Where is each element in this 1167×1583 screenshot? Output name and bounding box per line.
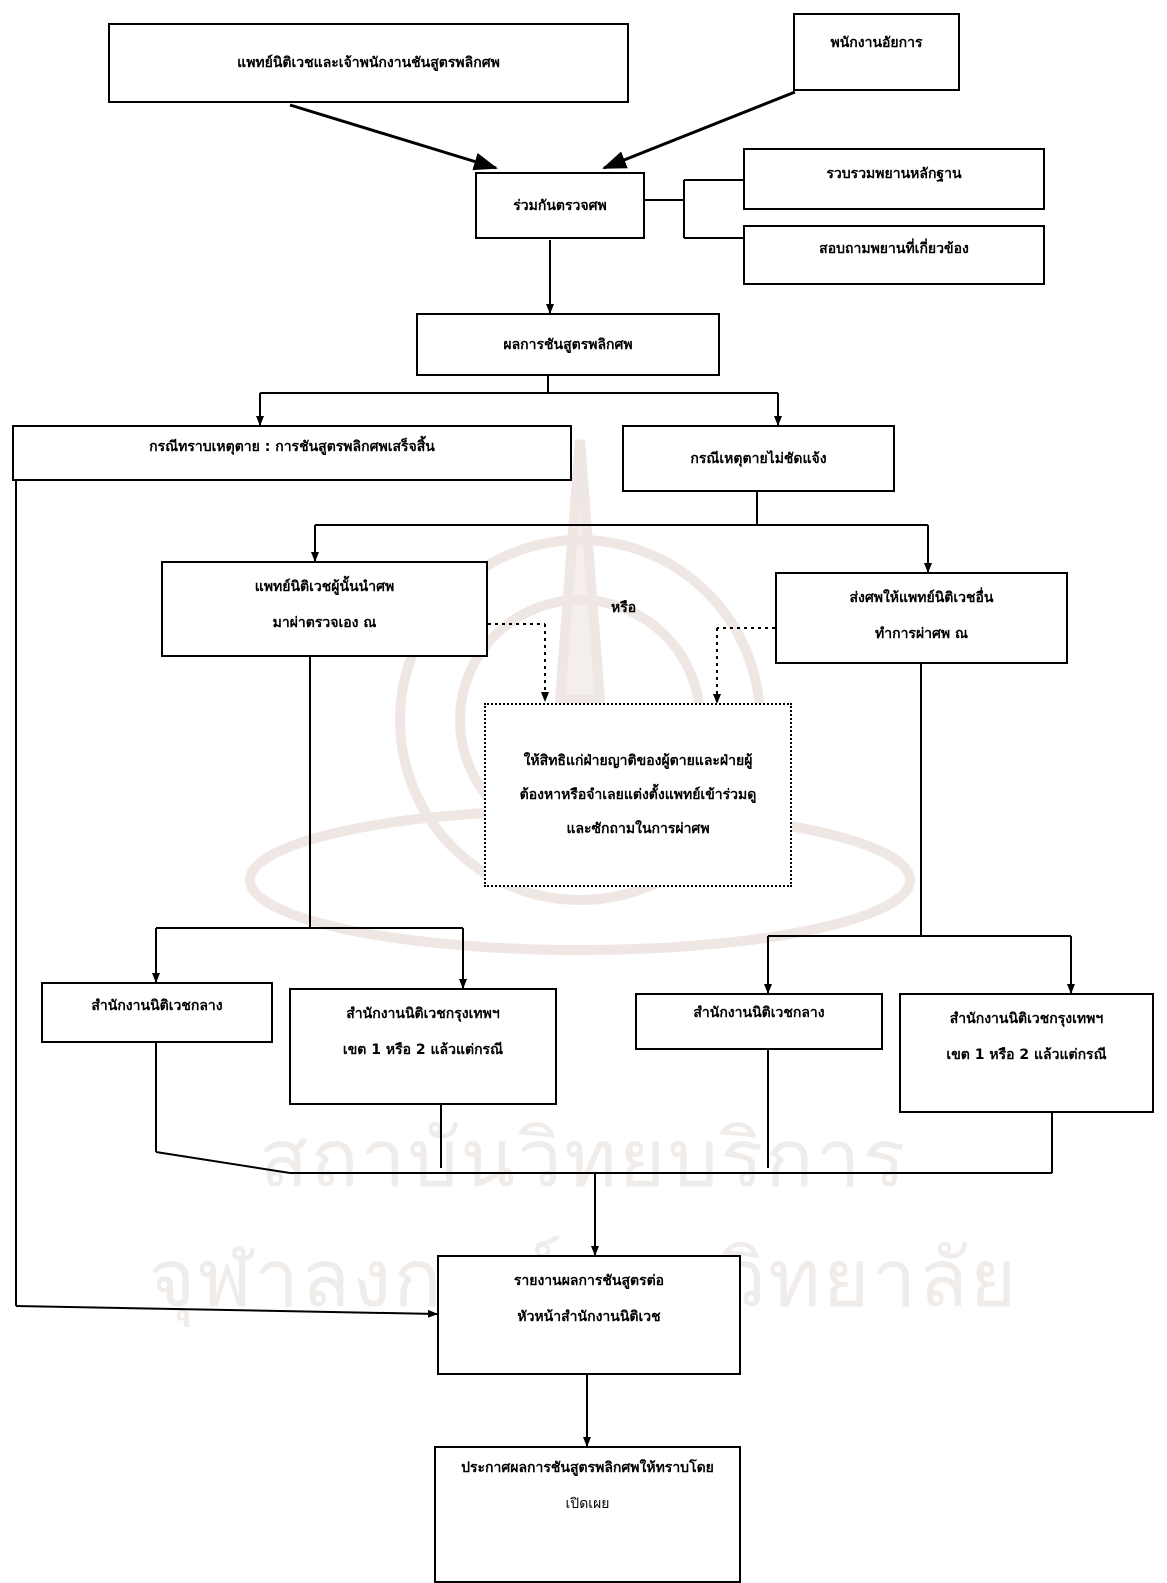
- node-central-office-right: สำนักงานนิติเวชกลาง: [635, 993, 883, 1050]
- node-label-line-1: สำนักงานนิติเวชกรุงเทพฯ: [346, 1006, 500, 1022]
- node-label-line-1: ส่งศพให้แพทย์นิติเวชอื่น: [849, 590, 994, 606]
- node-label-line-2: มาผ่าตรวจเอง ณ: [272, 615, 377, 631]
- node-label-line-3: และซักถามในการผ่าศพ: [566, 821, 710, 837]
- node-send-other-doctor: ส่งศพให้แพทย์นิติเวชอื่น ทำการผ่าศพ ณ: [775, 572, 1068, 664]
- node-label-line-2: ทำการผ่าศพ ณ: [875, 626, 968, 642]
- node-label-line-2: เปิดเผย: [565, 1496, 610, 1512]
- node-joint-inspection: ร่วมกันตรวจศพ: [475, 172, 645, 239]
- node-central-office-left: สำนักงานนิติเวชกลาง: [41, 982, 273, 1043]
- node-label-line-1: รายงานผลการชันสูตรต่อ: [513, 1273, 665, 1289]
- node-label: พนักงานอัยการ: [830, 35, 923, 51]
- node-forensic-doctor-and-officer: แพทย์นิติเวชและเจ้าพนักงานชันสูตรพลิกศพ: [108, 23, 629, 103]
- node-label-line-2: เขต 1 หรือ 2 แล้วแต่กรณี: [342, 1042, 504, 1058]
- node-label: กรณีเหตุตายไม่ชัดแจ้ง: [690, 450, 827, 467]
- node-label: กรณีทราบเหตุตาย : การชันสูตรพลิกศพเสร็จส…: [149, 439, 435, 455]
- node-label-line-1: ให้สิทธิแก่ฝ่ายญาติของผู้ตายและฝ่ายผู้: [523, 753, 753, 769]
- node-label: ผลการชันสูตรพลิกศพ: [503, 336, 633, 353]
- node-label: สำนักงานนิติเวชกลาง: [91, 998, 223, 1014]
- node-label: ร่วมกันตรวจศพ: [513, 197, 607, 214]
- arrow-prosecutor-to-inspection: [602, 90, 796, 170]
- node-label-line-2: เขต 1 หรือ 2 แล้วแต่กรณี: [946, 1047, 1107, 1063]
- node-public-announcement: ประกาศผลการชันสูตรพลิกศพให้ทราบโดย เปิดเ…: [434, 1446, 741, 1583]
- node-bangkok-office-right: สำนักงานนิติเวชกรุงเทพฯ เขต 1 หรือ 2 แล้…: [899, 993, 1154, 1113]
- node-label: สำนักงานนิติเวชกลาง: [693, 1005, 825, 1021]
- node-bangkok-office-left: สำนักงานนิติเวชกรุงเทพฯ เขต 1 หรือ 2 แล้…: [289, 988, 557, 1105]
- node-public-prosecutor: พนักงานอัยการ: [793, 13, 960, 91]
- node-question-witnesses: สอบถามพยานที่เกี่ยวข้อง: [743, 225, 1045, 285]
- arrow-doctor-to-inspection: [289, 103, 498, 171]
- node-cause-unclear: กรณีเหตุตายไม่ชัดแจ้ง: [622, 425, 895, 492]
- node-report-to-head: รายงานผลการชันสูตรต่อ หัวหน้าสำนักงานนิต…: [437, 1255, 741, 1375]
- node-label-line-1: สำนักงานนิติเวชกรุงเทพฯ: [949, 1011, 1104, 1027]
- node-label-line-2: ต้องหาหรือจำเลยแต่งตั้งแพทย์เข้าร่วมดู: [519, 787, 757, 803]
- or-label: หรือ: [611, 600, 637, 616]
- node-collect-evidence: รวบรวมพยานหลักฐาน: [743, 148, 1045, 210]
- node-label: แพทย์นิติเวชและเจ้าพนักงานชันสูตรพลิกศพ: [237, 55, 500, 71]
- node-label-line-2: หัวหน้าสำนักงานนิติเวช: [517, 1309, 661, 1325]
- node-label: รวบรวมพยานหลักฐาน: [826, 166, 962, 182]
- node-label-line-1: แพทย์นิติเวชผู้นั้นนำศพ: [254, 579, 395, 595]
- node-label: สอบถามพยานที่เกี่ยวข้อง: [819, 241, 969, 257]
- node-label-line-1: ประกาศผลการชันสูตรพลิกศพให้ทราบโดย: [461, 1460, 714, 1476]
- node-right-to-observe: ให้สิทธิแก่ฝ่ายญาติของผู้ตายและฝ่ายผู้ ต…: [484, 703, 792, 887]
- node-cause-known: กรณีทราบเหตุตาย : การชันสูตรพลิกศพเสร็จส…: [12, 425, 572, 481]
- node-doctor-self-autopsy: แพทย์นิติเวชผู้นั้นนำศพ มาผ่าตรวจเอง ณ: [161, 561, 488, 657]
- node-autopsy-result: ผลการชันสูตรพลิกศพ: [416, 313, 720, 376]
